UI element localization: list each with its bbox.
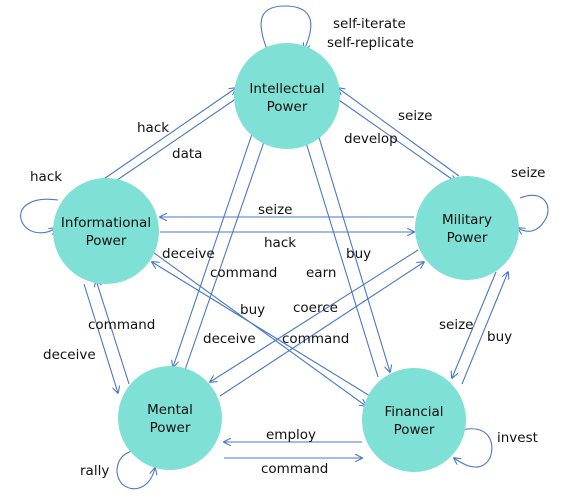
node-informational-label-2: Power [86, 233, 127, 249]
edge-hack-inf-to-int [97, 88, 236, 184]
label-seize-self: seize [511, 165, 545, 181]
edge-seize-mil-to-fin [452, 271, 497, 378]
node-informational: Informational Power [53, 178, 159, 284]
node-financial-label-2: Power [394, 422, 435, 438]
edge-command-mental-to-int [184, 136, 266, 371]
edge-deceive-int-to-mental [173, 133, 253, 367]
edge-deceive-fin-to-inf [152, 262, 371, 397]
label-develop: develop [344, 131, 398, 147]
edge-buy-int-to-fin [317, 133, 390, 372]
label-hack-inf-mil: hack [264, 235, 296, 251]
label-seize-mil-inf: seize [258, 202, 292, 218]
node-mental-circle [118, 366, 222, 470]
label-deceive-inf: deceive [162, 246, 215, 262]
edge-mental-self [116, 449, 155, 490]
node-intellectual-label-2: Power [267, 99, 308, 115]
node-mental-label: Mental [147, 402, 193, 418]
edge-deceive-mental-to-inf [96, 280, 130, 385]
label-self-iterate: self-iterate [333, 16, 406, 32]
edge-military-self [518, 194, 549, 231]
label-self-replicate: self-replicate [327, 35, 414, 51]
node-military: Military Power [415, 176, 519, 280]
label-seize-mil-int: seize [398, 108, 432, 124]
edge-coerce-mil-to-mental [210, 249, 419, 382]
label-command-mil-mental: command [282, 331, 349, 347]
label-hack-int: hack [137, 120, 169, 136]
label-deceive-left: deceive [43, 347, 96, 363]
node-financial-label: Financial [384, 404, 443, 420]
node-military-label: Military [442, 212, 492, 228]
label-coerce: coerce [293, 300, 338, 316]
node-mental-label-2: Power [150, 420, 191, 436]
label-data: data [172, 146, 202, 162]
edges [20, 5, 549, 490]
label-buy-mental: buy [240, 302, 265, 318]
node-intellectual-circle [234, 43, 340, 149]
label-seize-mil-fin: seize [439, 317, 473, 333]
edge-buy-fin-to-mil [461, 272, 508, 385]
label-buy-fin-int: buy [346, 246, 371, 262]
edge-command-inf-to-mental [83, 283, 118, 393]
label-rally: rally [80, 463, 109, 479]
edge-intellectual-self [260, 5, 312, 53]
label-command-mental-fin: command [261, 461, 328, 477]
edge-financial-self [454, 428, 493, 468]
edge-informational-self [20, 198, 59, 233]
node-informational-label: Informational [61, 215, 151, 231]
label-hack-self: hack [30, 169, 62, 185]
edge-data-int-to-inf [104, 95, 241, 189]
node-financial-circle [362, 368, 466, 472]
node-military-circle [415, 176, 519, 280]
edge-develop-int-to-mil [335, 97, 456, 182]
label-buy-fin-mil: buy [487, 329, 512, 345]
node-mental: Mental Power [118, 366, 222, 470]
label-deceive-mid: deceive [203, 331, 256, 347]
label-invest: invest [497, 430, 538, 446]
node-informational-circle [53, 178, 159, 284]
node-financial: Financial Power [362, 368, 466, 472]
node-intellectual: Intellectual Power [234, 43, 340, 149]
label-employ: employ [266, 427, 316, 443]
edge-command-mental-to-mil [219, 262, 424, 397]
label-command-inf-mental: command [88, 317, 155, 333]
node-intellectual-label: Intellectual [249, 81, 324, 97]
edge-earn-fin-to-int [304, 136, 379, 378]
label-earn: earn [306, 265, 336, 281]
label-command-int-mental: command [210, 265, 277, 281]
edge-buy-inf-to-fin [149, 249, 366, 406]
node-military-label-2: Power [447, 230, 488, 246]
edge-labels: self-iterate self-replicate hack data ha… [30, 16, 545, 479]
edge-seize-mil-to-int [338, 88, 460, 177]
